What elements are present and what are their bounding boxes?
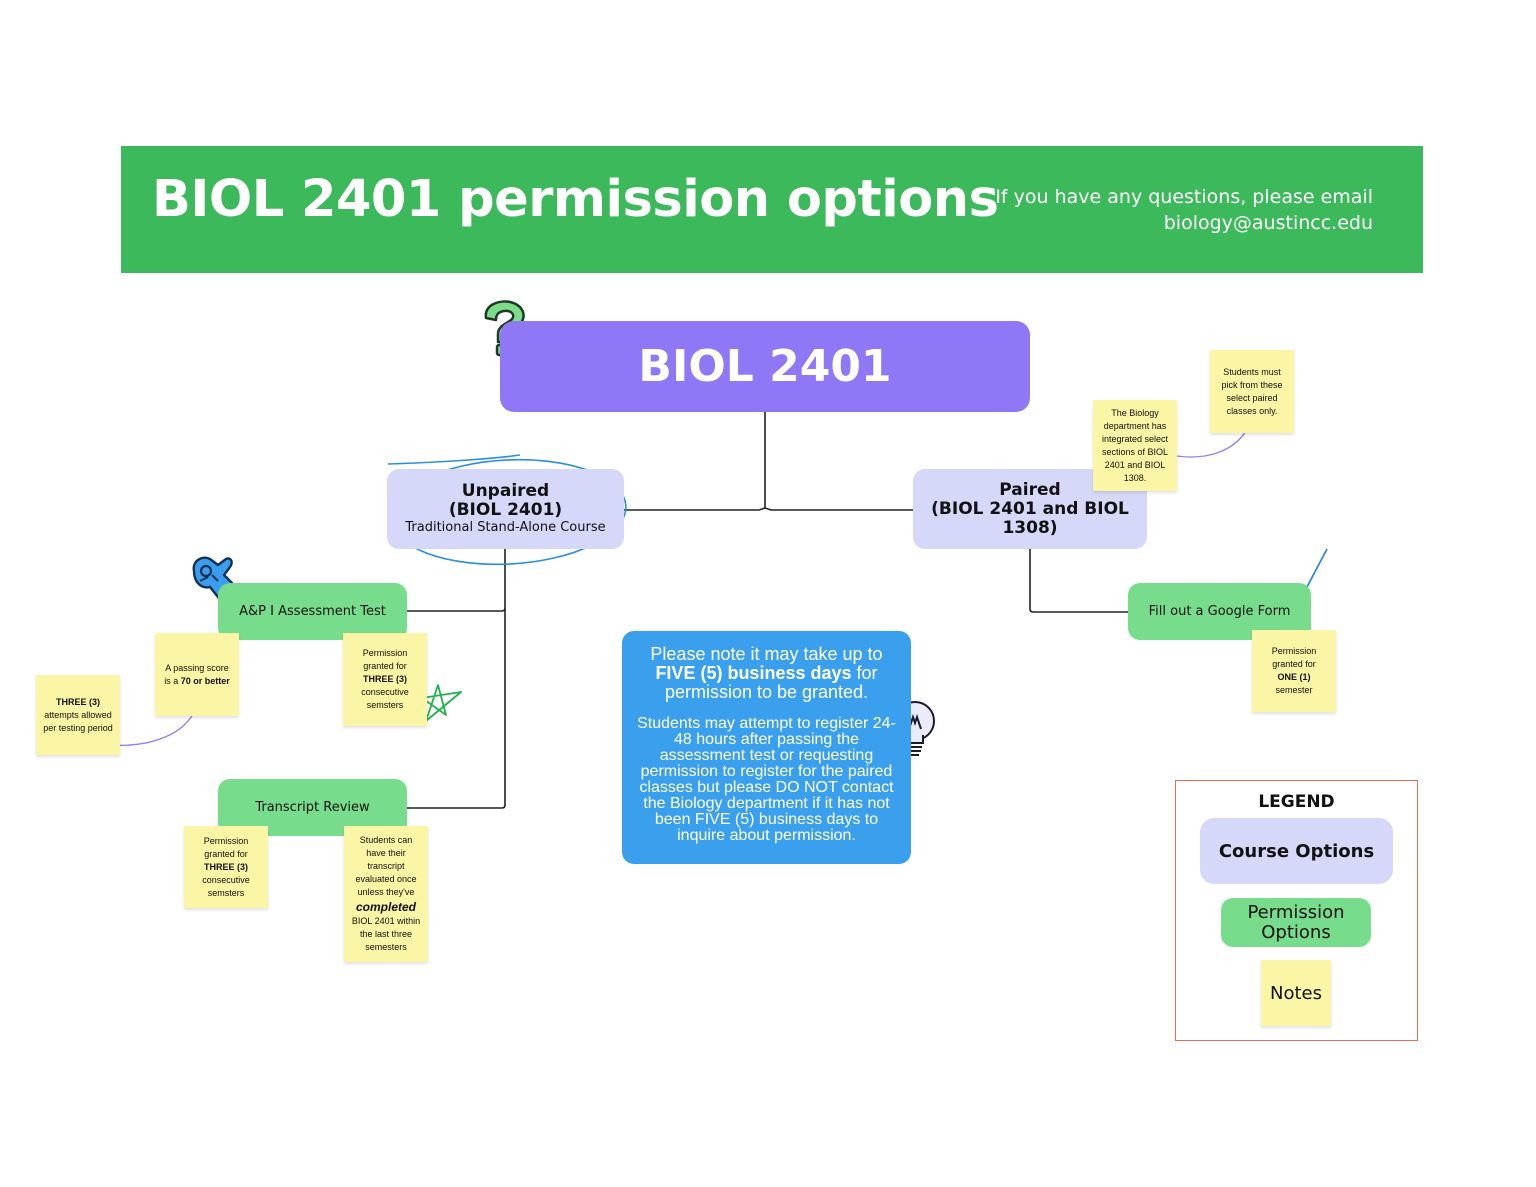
info-bold: FIVE (5) business days xyxy=(655,663,852,683)
note-emphasis: completed xyxy=(355,900,416,914)
note-passing-score: A passing score is a 70 or better xyxy=(155,633,239,716)
note-transcript-permission: Permission granted for THREE (3) consecu… xyxy=(184,826,268,908)
legend-notes: Notes xyxy=(1261,960,1331,1026)
unpaired-title: Unpaired xyxy=(461,481,550,501)
note-text: Students must pick from these select pai… xyxy=(1221,366,1283,416)
note-text: consecutive semsters xyxy=(202,874,250,898)
note-text: BIOL 2401 within the last three semester… xyxy=(351,916,421,952)
note-bold: ONE (1) xyxy=(1277,672,1311,682)
assessment-test-label: A&P I Assessment Test xyxy=(239,604,386,619)
root-course-node: BIOL 2401 xyxy=(500,321,1030,412)
page-title: BIOL 2401 permission options xyxy=(152,170,999,229)
legend-notes-label: Notes xyxy=(1270,982,1322,1004)
assessment-test-node: A&P I Assessment Test xyxy=(218,583,407,640)
info-registration-note: Students may attempt to register 24-48 h… xyxy=(637,715,896,844)
info-box: Please note it may take up to FIVE (5) b… xyxy=(622,631,911,864)
note-text: Students can have their transcript evalu… xyxy=(355,835,417,897)
note-text: Permission granted for xyxy=(362,648,408,671)
header-banner xyxy=(121,146,1423,273)
legend-permission-options: Permission Options xyxy=(1221,898,1371,947)
note-transcript-rule: Students can have their transcript evalu… xyxy=(344,826,428,962)
unpaired-code: (BIOL 2401) xyxy=(448,500,563,520)
unpaired-transcript-connector xyxy=(407,549,506,809)
note-three-attempts: THREE (3) attempts allowed per testing p… xyxy=(36,675,120,755)
legend-course-options: Course Options xyxy=(1200,818,1393,884)
root-connector xyxy=(624,412,913,511)
paired-google-connector xyxy=(1029,549,1128,613)
root-label: BIOL 2401 xyxy=(638,341,892,392)
note-google-permission: Permission granted for ONE (1) semester xyxy=(1252,630,1336,712)
unpaired-course-node: Unpaired (BIOL 2401) Traditional Stand-A… xyxy=(387,469,624,549)
contact-info: If you have any questions, please email … xyxy=(995,184,1373,236)
note-three-attempts-bold: THREE (3) xyxy=(55,696,100,707)
note-assessment-permission: Permission granted for THREE (3) consecu… xyxy=(343,633,427,726)
paired-codes: (BIOL 2401 and BIOL 1308) xyxy=(931,498,1129,538)
arrow-passing-to-attempts xyxy=(106,707,197,747)
note-text: consecutive semsters xyxy=(361,687,409,710)
note-three-attempts-text: attempts allowed per testing period xyxy=(43,709,113,733)
note-integrated-sections: The Biology department has integrated se… xyxy=(1093,400,1177,491)
note-passing-score-text: A passing score is a xyxy=(164,662,229,686)
unpaired-description: Traditional Stand-Alone Course xyxy=(405,520,606,535)
star-doodle-icon xyxy=(421,684,462,722)
note-text: semester xyxy=(1275,685,1313,695)
transcript-review-label: Transcript Review xyxy=(255,800,370,815)
note-text: Permission granted for xyxy=(203,835,249,859)
info-timing-note: Please note it may take up to FIVE (5) b… xyxy=(630,645,903,702)
legend-box xyxy=(1175,780,1418,1041)
note-passing-score-bold: 70 or better xyxy=(180,675,230,686)
note-text: Permission granted for xyxy=(1271,646,1317,669)
contact-line-1: If you have any questions, please email xyxy=(995,186,1373,208)
note-text: The Biology department has integrated se… xyxy=(1101,407,1169,483)
legend-title: LEGEND xyxy=(1258,792,1335,812)
note-bold: THREE (3) xyxy=(362,674,407,684)
legend-permission-label: Permission Options xyxy=(1247,901,1345,943)
legend-course-label: Course Options xyxy=(1218,840,1375,862)
info-text: Please note it may take up to xyxy=(650,644,883,664)
info-text: for permission to be granted. xyxy=(664,663,878,702)
unpaired-assessment-connector xyxy=(407,607,506,612)
paired-title: Paired xyxy=(999,479,1061,500)
google-form-label: Fill out a Google Form xyxy=(1148,604,1291,619)
note-bold: THREE (3) xyxy=(203,861,248,872)
contact-email[interactable]: biology@austincc.edu xyxy=(1163,212,1373,234)
note-must-pick: Students must pick from these select pai… xyxy=(1210,350,1294,433)
